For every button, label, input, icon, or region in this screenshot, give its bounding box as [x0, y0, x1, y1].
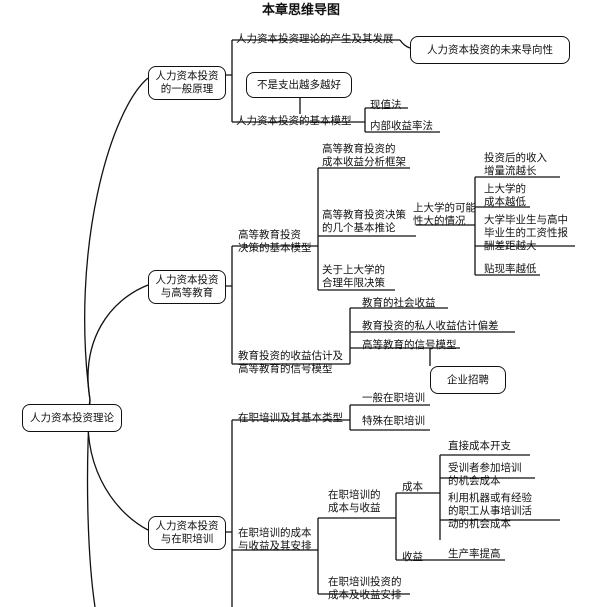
node-general-training: 一般在职培训	[362, 392, 425, 404]
node-training-types: 在职培训及其基本类型	[238, 412, 343, 424]
node-direct-cost: 直接成本开支	[448, 440, 511, 452]
node-present-value: 现值法	[370, 99, 402, 111]
node-longer-income: 投资后的收入 增量流越长	[484, 152, 547, 177]
node-cost: 成本	[402, 481, 423, 493]
node-years-decision: 关于上大学的 合理年限决策	[322, 264, 385, 289]
node-discount-rate: 贴现率越低	[484, 263, 537, 275]
node-returns-signal: 教育投资的收益估计及 高等教育的信号模型	[238, 350, 343, 375]
branch-higher-education: 人力资本投资 与高等教育	[148, 270, 226, 304]
node-lower-cost: 上大学的 成本越低	[484, 183, 526, 208]
node-cost-benefit-arrangement: 在职培训投资的 成本及收益安排	[328, 576, 402, 601]
root-node: 人力资本投资理论	[22, 404, 122, 432]
node-trainee-opportunity-cost: 受训者参加培训 的机会成本	[448, 462, 522, 487]
node-basic-model: 人力资本投资的基本模型	[236, 115, 352, 127]
note-not-more-spending: 不是支出越多越好	[246, 72, 352, 98]
node-cost-benefit-framework: 高等教育投资的 成本收益分析框架	[322, 143, 406, 168]
note-future-orientation: 人力资本投资的未来导向性	[410, 36, 570, 64]
node-decision-model: 高等教育投资 决策的基本模型	[238, 229, 312, 254]
branch-on-the-job-training: 人力资本投资 与在职培训	[148, 516, 226, 550]
node-irr: 内部收益率法	[370, 120, 433, 132]
note-recruiting: 企业招聘	[430, 366, 506, 394]
node-inferences: 高等教育投资决策 的几个基本推论	[322, 209, 406, 234]
node-specific-training: 特殊在职培训	[362, 415, 425, 427]
node-costs-and-benefits: 在职培训的 成本与收益	[328, 489, 381, 514]
node-likely-college: 上大学的可能 性大的情况	[413, 202, 476, 227]
node-signal-model: 高等教育的信号模型	[362, 339, 457, 351]
node-theory-origin: 人力资本投资理论的产生及其发展	[236, 33, 394, 45]
node-training-costs-benefits: 在职培训的成本 与收益及其安排	[238, 527, 312, 552]
node-social-returns: 教育的社会收益	[362, 297, 436, 309]
node-productivity: 生产率提高	[448, 548, 501, 560]
node-private-bias: 教育投资的私人收益估计偏差	[362, 320, 499, 332]
branch-general-principles: 人力资本投资 的一般原理	[148, 66, 226, 100]
node-wage-gap: 大学毕业生与高中 毕业生的工资性报 酬差距越大	[484, 214, 568, 252]
node-machine-opportunity-cost: 利用机器或有经验 的职工从事培训活 动的机会成本	[448, 492, 532, 530]
map-title: 本章思维导图	[262, 3, 341, 18]
node-benefit: 收益	[402, 551, 423, 563]
